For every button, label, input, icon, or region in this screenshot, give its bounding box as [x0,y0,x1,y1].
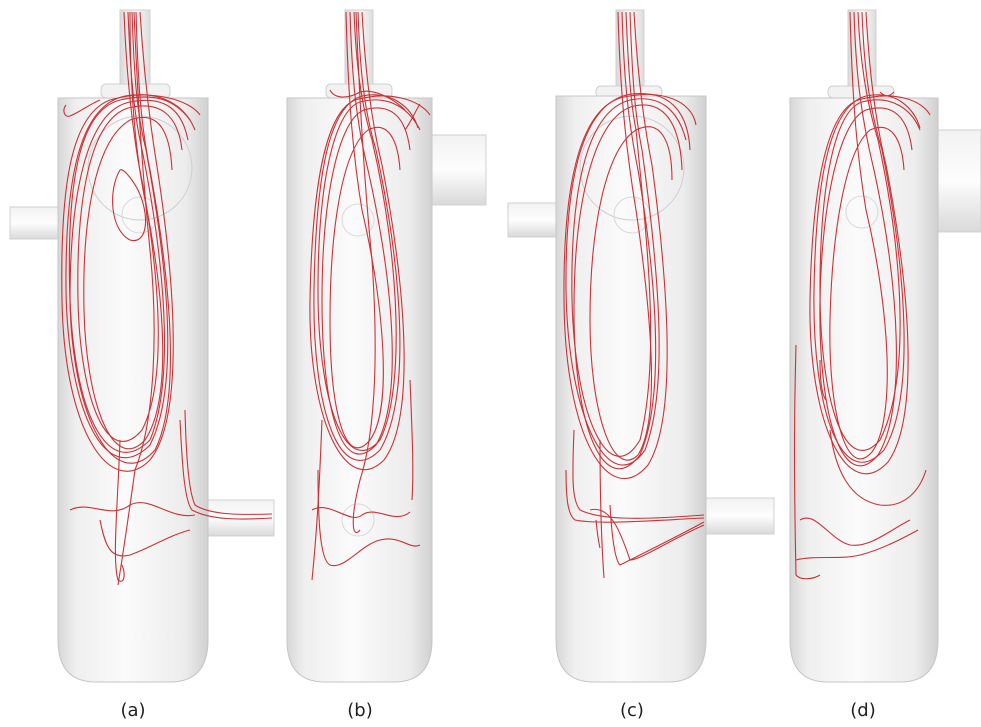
panel-c-label: (c) [592,700,672,721]
panel-d [790,10,981,682]
inlet-pipe [10,207,62,239]
outlet-pipe [704,498,774,534]
panel-b [287,10,486,682]
panel-c [508,10,774,682]
inlet-pipe [508,203,560,237]
panel-a-label: (a) [93,700,173,721]
vessel-body [790,98,938,682]
vessel-body [556,96,706,682]
panel-b-label: (b) [320,700,400,721]
panel-d-label: (d) [823,700,903,721]
panel-a [10,10,274,682]
